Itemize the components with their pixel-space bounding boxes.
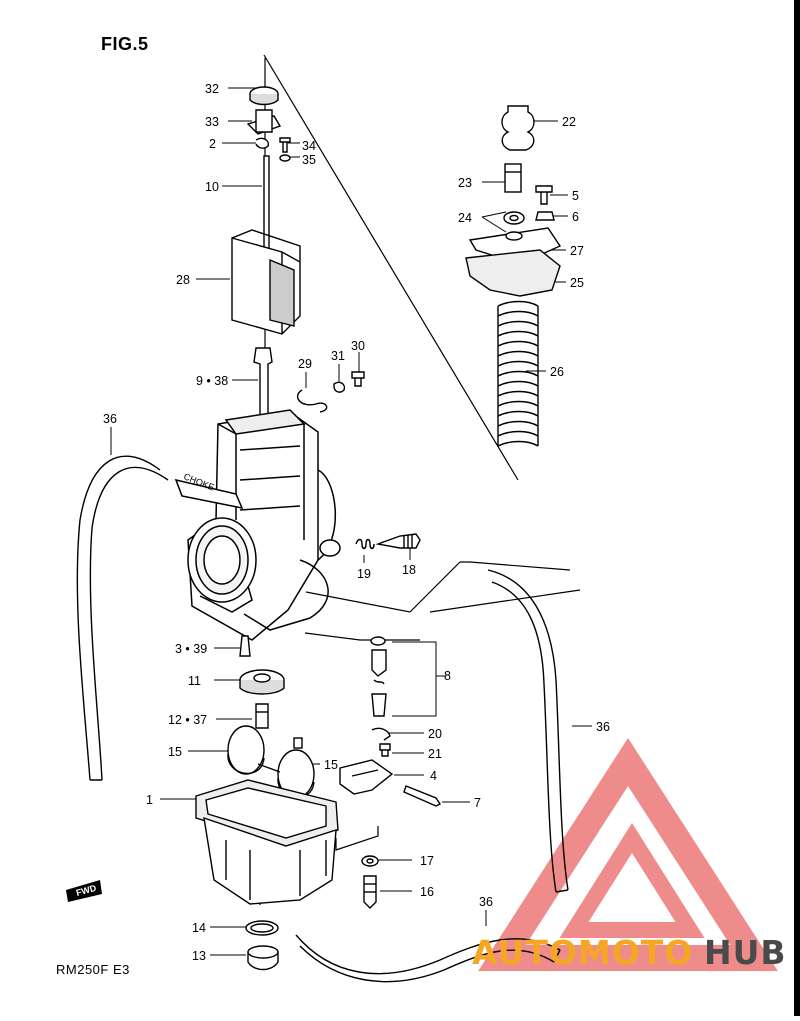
part-label-36-right: 36	[596, 720, 610, 734]
part-label-26: 26	[550, 365, 564, 379]
watermark-text-hub: HUB	[704, 933, 787, 972]
float-valve	[371, 649, 387, 677]
part-label-31: 31	[331, 349, 345, 363]
part-label-16: 16	[420, 885, 434, 899]
jet-3	[239, 635, 251, 657]
float-arm-4	[339, 759, 394, 795]
gasket-25	[465, 249, 561, 297]
hose-right	[487, 569, 569, 893]
part-label-1: 1	[146, 793, 153, 807]
part-label-5: 5	[572, 189, 579, 203]
fwd-arrow-icon: FWD	[66, 880, 102, 902]
part-label-28: 28	[176, 273, 190, 287]
part-label-25: 25	[570, 276, 584, 290]
part-label-30: 30	[351, 339, 365, 353]
float-bowl-parts	[195, 779, 379, 971]
float-valve-ring	[370, 636, 386, 646]
jet-needle-10	[263, 155, 270, 253]
part-label-29: 29	[298, 357, 312, 371]
part-label-2: 2	[209, 137, 216, 151]
part-label-36-left: 36	[103, 412, 117, 426]
part-label-23: 23	[458, 176, 472, 190]
part-label-19: 19	[357, 567, 371, 581]
pin-7	[403, 785, 442, 807]
part-label-4: 4	[430, 769, 437, 783]
float-bowl	[203, 816, 337, 905]
watermark-text-automoto: AUTOMOTO	[472, 933, 693, 972]
hose-bottom	[295, 934, 561, 983]
part-label-14: 14	[192, 921, 206, 935]
clip-2	[255, 137, 269, 149]
part-label-33: 33	[205, 115, 219, 129]
choke-lever	[174, 478, 244, 510]
pin-20	[371, 727, 391, 741]
hose-left	[76, 455, 169, 781]
cable-adjuster-parts	[465, 105, 562, 447]
air-screw-parts	[355, 533, 421, 550]
cable-boot	[501, 105, 535, 151]
part-label-10: 10	[205, 180, 219, 194]
part-label-21: 21	[428, 747, 442, 761]
jet-parts	[239, 635, 391, 757]
part-label-7: 7	[474, 796, 481, 810]
screw-30	[351, 371, 365, 387]
part-label-15-right: 15	[324, 758, 338, 772]
jet-12	[255, 703, 269, 729]
part-label-34: 34	[302, 139, 316, 153]
part-label-24: 24	[458, 211, 472, 225]
washer-35	[279, 154, 291, 162]
part-label-3-39: 3 • 39	[175, 642, 207, 656]
part-label-20: 20	[428, 727, 442, 741]
hose-parts	[76, 455, 569, 983]
watermark-text: AUTOMOTO HUB	[472, 933, 787, 972]
part-label-22: 22	[562, 115, 576, 129]
watermark-triangle-inner	[559, 822, 705, 938]
clip-29	[297, 389, 328, 413]
part-label-27: 27	[570, 244, 584, 258]
part-label-8: 8	[444, 669, 451, 683]
throttle-valve-parts	[231, 86, 301, 335]
part-label-13: 13	[192, 949, 206, 963]
part-label-9-38: 9 • 38	[196, 374, 228, 388]
screw-18	[375, 533, 421, 549]
part-label-12-37: 12 • 37	[168, 713, 207, 727]
screw-34	[279, 137, 291, 153]
carburetor-body	[174, 409, 341, 641]
leader-lines	[110, 87, 592, 956]
part-label-17: 17	[420, 854, 434, 868]
float-parts	[227, 725, 442, 807]
part-labels: 32 33 2 34 35 10 28 9 • 38 29 31 30 36 2…	[103, 82, 610, 963]
part-label-18: 18	[402, 563, 416, 577]
nut-6	[535, 211, 555, 221]
figure-title: FIG.5	[101, 34, 149, 54]
cable-adjuster	[504, 163, 522, 193]
needle-jet-9	[253, 347, 273, 419]
right-edge-border	[794, 0, 800, 1016]
part-label-6: 6	[572, 210, 579, 224]
spring-19	[355, 538, 375, 550]
needle-jet-parts	[253, 347, 365, 419]
part-label-11: 11	[188, 674, 201, 688]
part-label-36-bottom: 36	[479, 895, 493, 909]
spring-26	[497, 300, 539, 447]
screw-21	[379, 743, 391, 757]
part-label-32: 32	[205, 82, 219, 96]
washer-31	[333, 381, 346, 393]
part-label-15-left: 15	[168, 745, 182, 759]
model-code: RM250F E3	[56, 962, 130, 977]
float-left	[227, 725, 265, 775]
watermark-logo	[478, 737, 778, 971]
screw-5	[535, 185, 553, 205]
part-label-35: 35	[302, 153, 316, 167]
